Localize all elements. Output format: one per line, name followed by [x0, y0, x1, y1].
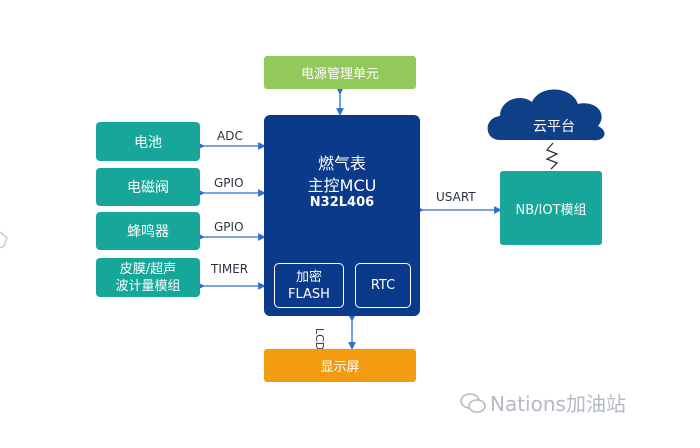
nb-iot-module-label: NB/IOT模组 [515, 202, 587, 218]
usart-bus-label: USART [436, 190, 476, 204]
flash-block: 加密 FLASH [274, 263, 344, 308]
cloud-shape [487, 89, 605, 141]
battery-label: 电池 [134, 134, 162, 151]
solenoid-valve-box: 电磁阀 [96, 168, 200, 206]
rtc-label: RTC [370, 278, 396, 293]
power-management-box: 电源管理单元 [264, 56, 416, 89]
lcd-bus-label: LCD [313, 328, 326, 351]
power-management-label: 电源管理单元 [300, 67, 379, 82]
display-box: 显示屏 [264, 349, 416, 382]
mcu-block: 燃气表 主控MCU N32L406 加密 FLASH RTC [264, 115, 420, 316]
display-label: 显示屏 [320, 360, 360, 375]
nb-iot-module-box: NB/IOT模组 [500, 171, 602, 245]
timer-bus-label: TIMER [211, 262, 249, 276]
buzzer-box: 蜂鸣器 [96, 212, 200, 250]
watermark: Nations加油站 [460, 388, 626, 417]
metering-module-label: 皮膜/超声 波计量模组 [115, 261, 181, 294]
gpio-bus-label-1: GPIO [214, 176, 244, 190]
flash-label: 加密 FLASH [288, 269, 330, 302]
edge-decoration [0, 231, 8, 249]
mcu-model: N32L406 [309, 195, 375, 210]
mcu-title-line2: 主控MCU [307, 176, 377, 195]
wechat-icon [460, 392, 486, 413]
mcu-title-line1: 燃气表 [317, 154, 366, 173]
cloud-platform-label: 云平台 [533, 119, 575, 135]
buzzer-label: 蜂鸣器 [127, 224, 169, 240]
adc-bus-label: ADC [217, 129, 243, 143]
rtc-block: RTC [355, 263, 411, 308]
battery-box: 电池 [96, 122, 200, 161]
wireless-link [545, 142, 559, 170]
watermark-text: Nations加油站 [490, 392, 626, 416]
metering-module-box: 皮膜/超声 波计量模组 [96, 258, 200, 297]
gpio-bus-label-2: GPIO [214, 220, 244, 234]
solenoid-valve-label: 电磁阀 [127, 180, 169, 196]
